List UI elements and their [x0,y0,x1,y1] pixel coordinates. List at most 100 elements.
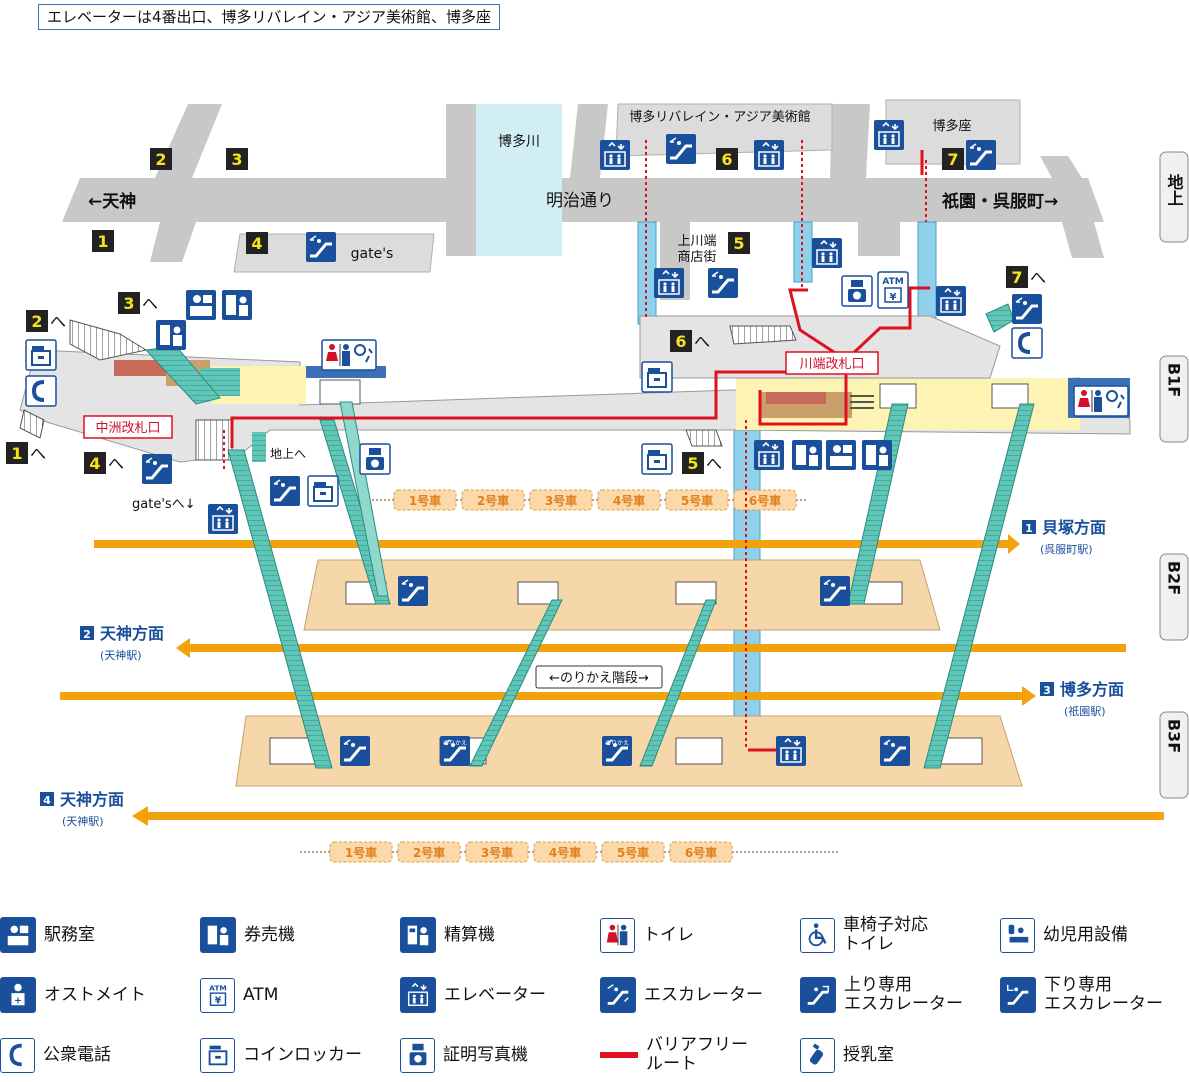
svg-text:へ: へ [108,454,124,473]
legend-label: 券売機 [244,924,295,945]
exit-4-ground[interactable]: 4 [246,232,268,254]
escalator-icon [304,230,338,264]
exit-7-ground[interactable]: 7 [942,148,964,170]
train-car-label: 4号車 [549,845,581,860]
dir-2-num: 2 [83,628,91,641]
train-car-label: 5号車 [617,845,649,860]
ticket-machine-icon [222,290,252,320]
exit-6-ground[interactable]: 6 [716,148,738,170]
escalator-icon [396,574,430,608]
legend-item: 公衆電話 [0,1030,111,1080]
train-car-label: 3号車 [481,845,513,860]
train-car [665,489,729,511]
coin-locker-icon [307,475,339,507]
fare-adjustment-icon [400,917,436,953]
legend-item: エレベーター [400,970,546,1020]
arcade-label-2: 商店街 [677,250,716,265]
floor-tabs: 地上 B1F B2F B3F [1159,151,1189,799]
legend-label: 幼児用設備 [1043,924,1128,945]
exit6-stairs [729,325,797,345]
street-left-label: ←天神 [88,191,136,212]
train-car-label: 6号車 [685,845,717,860]
kawabata-gate-box [785,351,879,375]
floor-b1: B1F [1165,363,1184,397]
legend-item: トイレ [600,910,694,960]
escalator-b1-b2-left-2 [339,401,389,597]
up-escalator-icon [800,977,836,1013]
escalator-icon [600,977,636,1013]
fare-adjustment-icon [862,440,892,470]
legend-label: オストメイト [44,984,146,1005]
ticket-machine-icon [200,917,236,953]
legend-item: 券売機 [200,910,295,960]
exit1-stairs [19,409,45,439]
svg-text:2: 2 [31,312,42,331]
kawabata-gate-label: 川端改札口 [799,357,864,372]
street-name-label: 明治通り [546,191,614,211]
norikae-tag-1: のりかえ [443,740,467,747]
nakasu-office-block [114,360,168,376]
exit-2-ground[interactable]: 2 [150,148,172,170]
exit7-escalator [985,303,1015,333]
atm-icon [877,271,909,309]
exit2-3-stairs [69,319,148,361]
hakataza-elevator-shaft [917,221,937,319]
transfer-stairs-1 [469,599,563,767]
escalator-icon [664,132,698,166]
train-car [733,489,797,511]
dir-2-sub: (天神駅) [100,648,142,662]
legend-label: 下り専用 エスカレーター [1044,975,1163,1014]
elevator-icon [400,977,436,1013]
baby-facility-icon [1000,917,1035,953]
train-car [597,489,661,511]
elevator-icon [653,267,685,299]
svg-text:+: + [14,995,22,1006]
elevator-icon [753,139,785,171]
escalator-icon [1010,292,1044,326]
route-concourse [230,370,848,448]
elevator-notice: エレベーターは4番出口、博多リバレイン・アジア美術館、博多座 [38,4,500,30]
dir-3-sub: (祇園駅) [1064,705,1106,718]
train-car [669,841,733,863]
legend-label: 精算機 [444,924,495,945]
legend-item: 精算機 [400,910,495,960]
side-street-7 [1040,156,1082,178]
exit-3-ground[interactable]: 3 [226,148,248,170]
transfer-stairs-box [535,665,663,689]
exit-1-ground[interactable]: 1 [92,230,114,252]
norikae-tag-2: のりかえ [605,740,629,747]
exit-5-ground[interactable]: 5 [728,232,750,254]
escalator-b1-b2-right [847,403,909,605]
kawabata-gate-markers [850,395,874,409]
elevator-icon [775,735,807,767]
escalator-b1-b3-left [227,449,333,769]
b1-escalator-ground [252,432,266,462]
elevator-icon [935,285,967,317]
track-3-arrow [1022,686,1036,706]
toilet-icon [1073,385,1129,417]
dir-1-sub: (呉服町駅) [1040,543,1093,556]
svg-text:5: 5 [687,454,698,473]
legend-label: 上り専用 エスカレーター [844,975,963,1014]
direction-labels: 1 貝塚方面 (呉服町駅) 2 天神方面 (天神駅) 3 博多方面 (祇園駅) … [40,518,1124,828]
legend-item: + オストメイト [0,970,146,1020]
exit5-stairs [685,429,723,447]
toilet-icon [600,917,635,953]
gates-label: gate's [351,246,394,262]
floor-b2: B2F [1165,561,1184,595]
svg-text:ATM: ATM [209,983,227,992]
station-diagram: ATM ¥ 博多川 gate's ←天神 明治通り 祇園・呉服町→ [6,99,1189,863]
fare-adjustment-icon [156,320,186,350]
meiji-street [62,178,1104,222]
